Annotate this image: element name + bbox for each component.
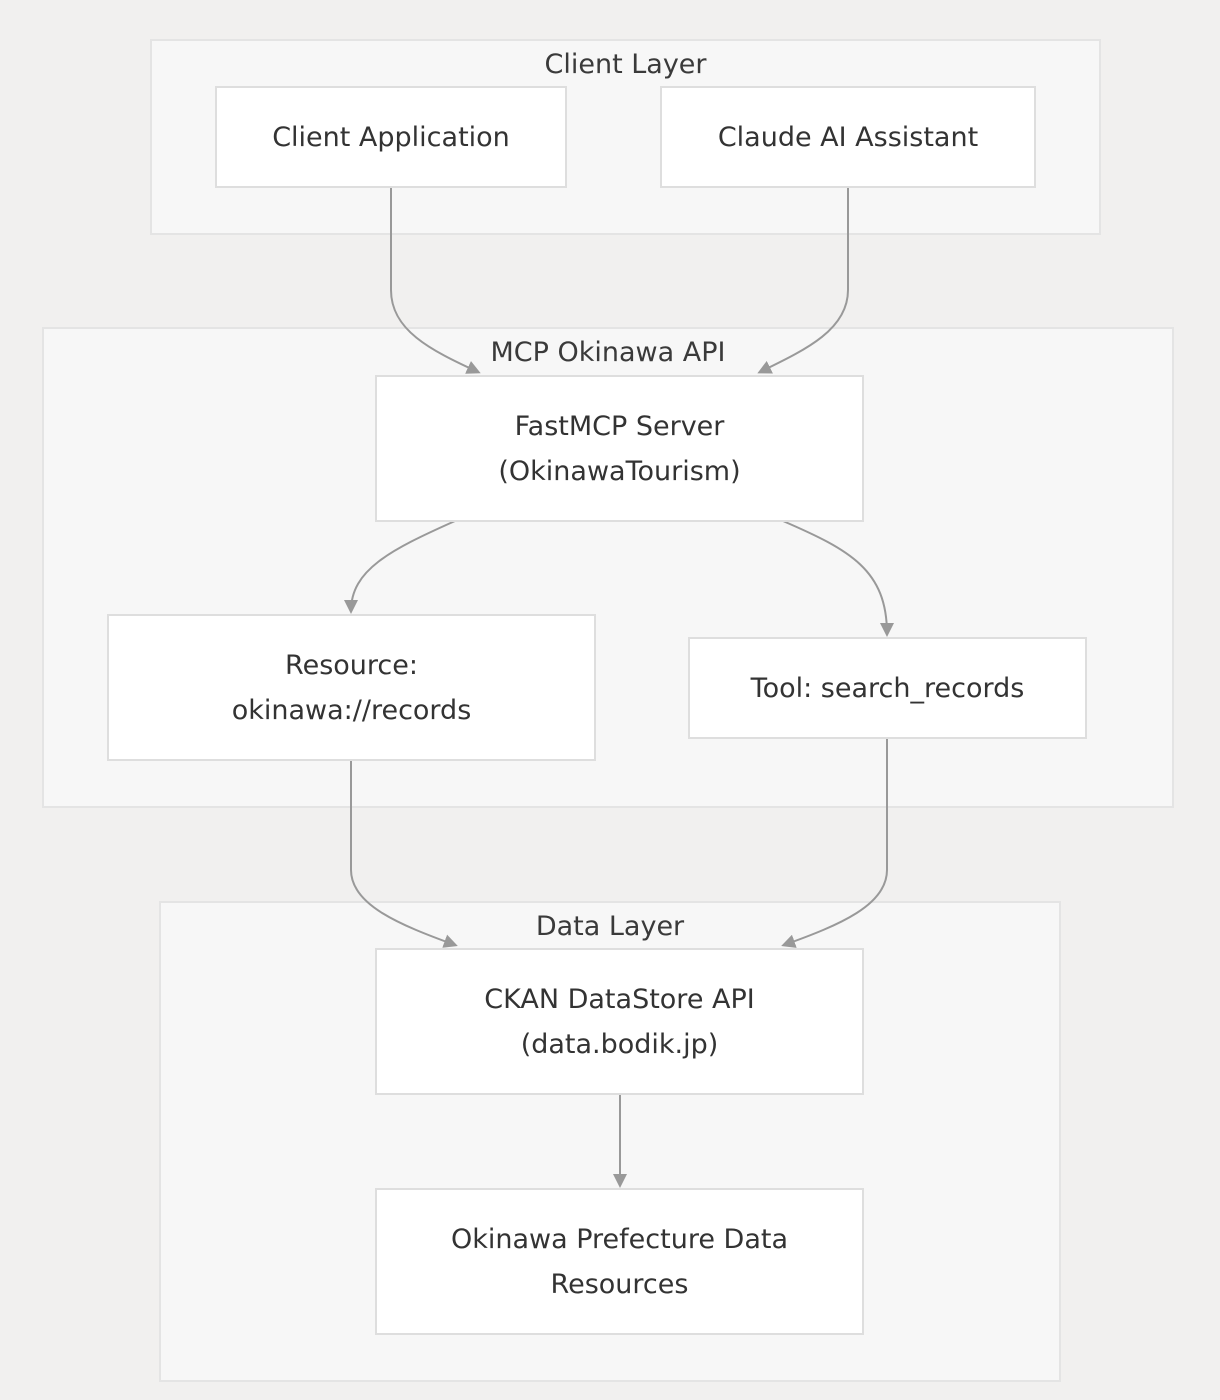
node-label: Claude AI Assistant [717, 121, 979, 153]
node-label: Client Application [272, 121, 510, 153]
okinawa-prefecture-data-node: Okinawa Prefecture Data Resources [375, 1188, 864, 1335]
cluster-label: MCP Okinawa API [490, 337, 726, 368]
client-application-node: Client Application [215, 86, 567, 188]
resource-records-node: Resource: okinawa://records [107, 614, 596, 761]
claude-ai-assistant-node: Claude AI Assistant [660, 86, 1036, 188]
tool-search-records-node: Tool: search_records [688, 637, 1087, 739]
node-label: Tool: search_records [750, 672, 1025, 704]
node-label: Resource: okinawa://records [231, 649, 472, 726]
node-label: CKAN DataStore API (data.bodik.jp) [484, 983, 755, 1060]
cluster-label: Client Layer [544, 49, 707, 80]
fastmcp-server-node: FastMCP Server (OkinawaTourism) [375, 375, 864, 522]
cluster-label: Data Layer [535, 911, 685, 942]
ckan-datastore-api-node: CKAN DataStore API (data.bodik.jp) [375, 948, 864, 1095]
node-label: FastMCP Server (OkinawaTourism) [498, 410, 741, 487]
node-label: Okinawa Prefecture Data Resources [450, 1223, 788, 1300]
